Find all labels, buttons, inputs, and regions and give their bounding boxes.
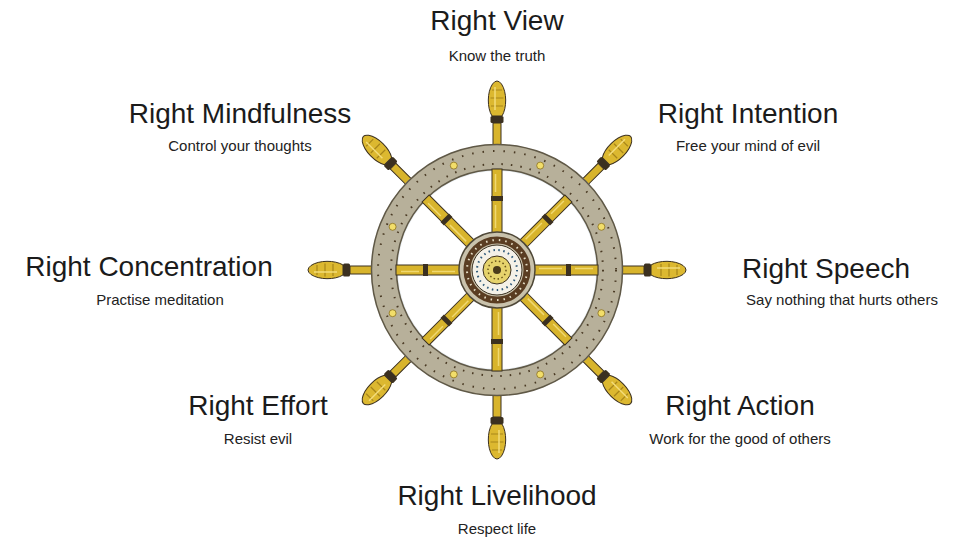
path-heading: Right Action [665, 389, 814, 423]
path-subtitle: Say nothing that hurts others [746, 291, 938, 309]
path-heading: Right Effort [188, 389, 328, 423]
wheel-hub [459, 232, 535, 308]
path-subtitle: Work for the good of others [649, 430, 831, 448]
path-subtitle: Know the truth [449, 47, 546, 65]
path-subtitle: Resist evil [224, 430, 292, 448]
path-heading: Right Speech [742, 252, 910, 286]
path-subtitle: Respect life [458, 520, 536, 538]
path-heading: Right View [430, 4, 563, 38]
path-heading: Right Concentration [25, 250, 272, 284]
path-subtitle: Free your mind of evil [676, 137, 820, 155]
path-heading: Right Livelihood [397, 479, 596, 513]
wheel-rim [371, 144, 623, 396]
path-subtitle: Control your thoughts [168, 137, 311, 155]
path-subtitle: Practise meditation [96, 291, 224, 309]
wheel-spokes [396, 169, 598, 371]
rim-studs [389, 162, 605, 378]
path-heading: Right Mindfulness [129, 97, 352, 131]
path-heading: Right Intention [658, 97, 839, 131]
wheel-handles [308, 81, 686, 459]
